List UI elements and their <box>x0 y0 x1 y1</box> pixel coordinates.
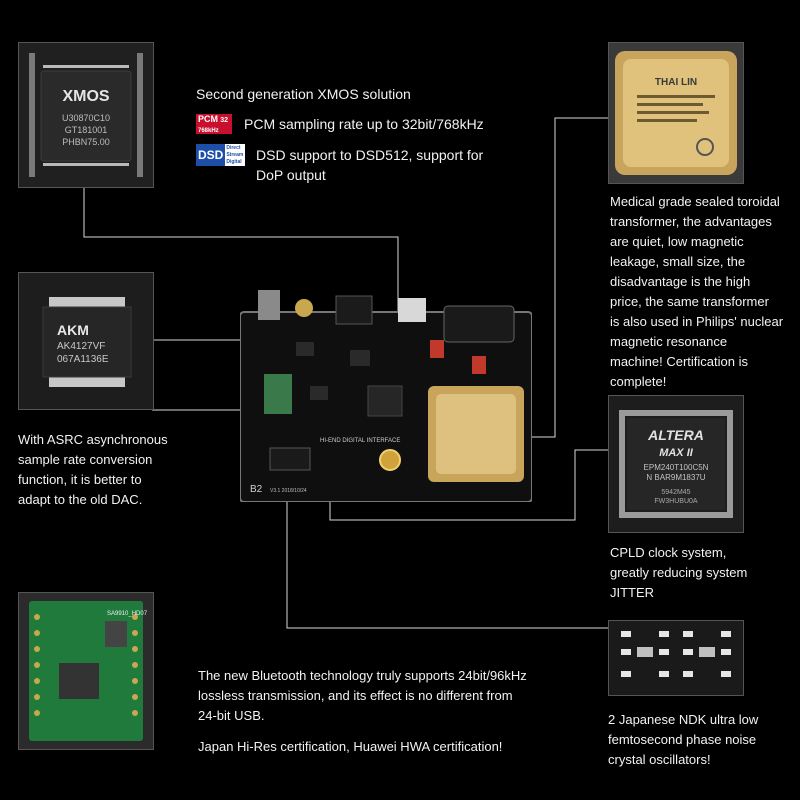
akm-chip-graphic: AKM AK4127VF 067A1136E <box>19 273 153 409</box>
transformer-text: Medical grade sealed toroidal transforme… <box>610 194 784 389</box>
dsd-badge-label: DSD <box>196 144 226 166</box>
transformer-image: THAI LIN <box>608 42 744 184</box>
xmos-chip-image: XMOS U30870C10 GT181001 PHBN75.00 <box>18 42 154 188</box>
pcm-badge: PCM 32 768kHz <box>196 114 232 134</box>
pcm-badge-label: PCM <box>198 114 218 124</box>
xmos-chip-graphic: XMOS U30870C10 GT181001 PHBN75.00 <box>19 43 153 187</box>
transformer-graphic: THAI LIN <box>609 43 743 183</box>
oscillator-graphic <box>609 621 743 695</box>
pcm-text: PCM sampling rate up to 32bit/768kHz <box>244 116 484 132</box>
xmos-title: Second generation XMOS solution <box>196 86 411 102</box>
pcb-board-graphic: HI-END DIGITAL INTERFACE B2 V3.1 2018/10… <box>239 290 533 503</box>
akm-chip-line-1: AK4127VF <box>57 341 105 352</box>
xmos-chip-line-3: PHBN75.00 <box>62 137 110 147</box>
cpld-chip-image: ALTERA MAX II EPM240T100C5N N BAR9M1837U… <box>608 395 744 533</box>
pcb-board-version: V3.1 2018/10/24 <box>270 488 307 494</box>
dsd-badge-sub: Direct Stream Digital <box>225 144 246 166</box>
akm-chip-image: AKM AK4127VF 067A1136E <box>18 272 154 410</box>
pcb-board-model: B2 <box>250 484 263 495</box>
connector-transformer <box>520 117 608 438</box>
pcb-board-image: HI-END DIGITAL INTERFACE B2 V3.1 2018/10… <box>239 290 533 503</box>
xmos-chip-line-1: U30870C10 <box>62 113 110 123</box>
akm-text: With ASRC asynchronous sample rate conve… <box>18 432 168 507</box>
bluetooth-text: The new Bluetooth technology truly suppo… <box>198 668 527 723</box>
oscillator-text: 2 Japanese NDK ultra low femtosecond pha… <box>608 712 759 767</box>
transformer-brand: THAI LIN <box>655 77 697 88</box>
xmos-chip-line-2: GT181001 <box>65 125 108 135</box>
xmos-chip-brand: XMOS <box>62 88 109 105</box>
bluetooth-module-graphic: SA9910_HD07 <box>19 593 153 749</box>
akm-chip-brand: AKM <box>57 322 89 338</box>
pcm-badge-num: 32 <box>220 117 229 124</box>
cpld-chip-line-3: 5942M45 <box>661 489 690 496</box>
cpld-text: CPLD clock system, greatly reducing syst… <box>610 545 748 600</box>
cpld-chip-line-2: N BAR9M1837U <box>646 473 705 482</box>
pcm-badge-sub: 768kHz <box>198 128 219 134</box>
pcb-board-label: HI-END DIGITAL INTERFACE <box>320 438 400 444</box>
bluetooth-chip-line-1: SA9910_HD07 <box>107 611 148 617</box>
dsd-text: DSD support to DSD512, support for DoP o… <box>256 147 484 183</box>
dsd-badge: DSD Direct Stream Digital <box>196 144 248 166</box>
cpld-chip-model: MAX II <box>659 447 694 459</box>
cpld-chip-brand: ALTERA <box>647 427 704 443</box>
cpld-chip-line-4: FW3HUBU0A <box>654 498 698 505</box>
bluetooth-cert-text: Japan Hi-Res certification, Huawei HWA c… <box>198 739 503 754</box>
cpld-chip-line-1: EPM240T100C5N <box>644 463 709 472</box>
akm-chip-line-2: 067A1136E <box>57 354 109 365</box>
cpld-chip-graphic: ALTERA MAX II EPM240T100C5N N BAR9M1837U… <box>609 396 743 532</box>
oscillator-image <box>608 620 744 696</box>
bluetooth-module-image: SA9910_HD07 <box>18 592 154 750</box>
